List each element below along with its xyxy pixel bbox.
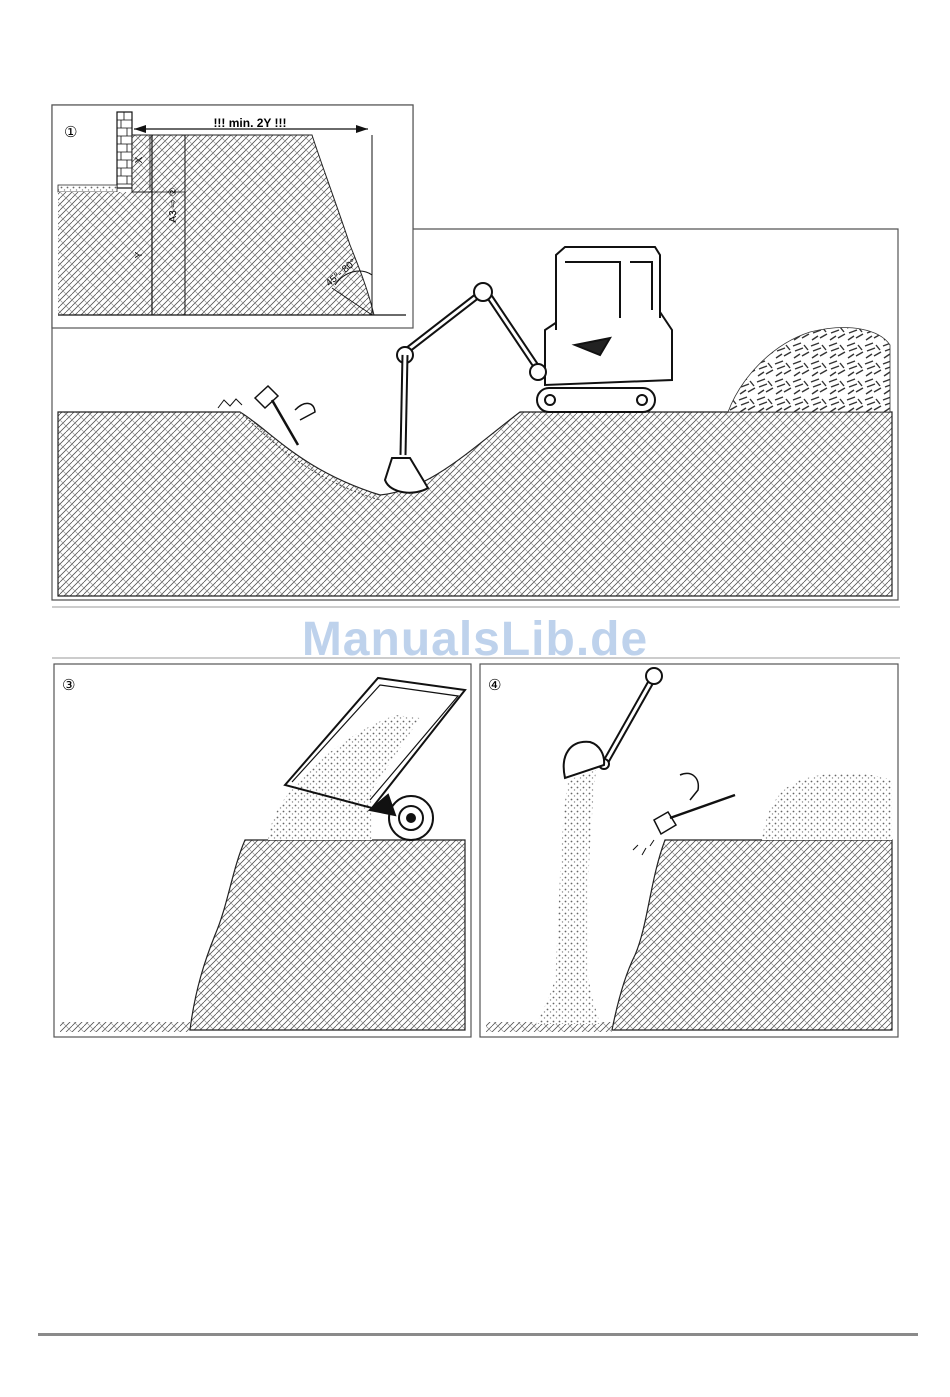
panel-3: ③ [54, 664, 471, 1037]
panel-3-number: ③ [62, 676, 75, 694]
panel-4-number: ④ [488, 676, 501, 694]
x-dimension-label: X [134, 156, 145, 163]
a3-reference-label: A3 ⇨ ② [168, 187, 179, 222]
watermark-text: ManualsLib.de [0, 612, 950, 667]
panel-1-number: ① [64, 123, 77, 141]
footer-divider [38, 1333, 918, 1336]
brick-wall-icon [117, 112, 132, 188]
y-dimension-label: Y [134, 251, 145, 258]
top-figure: ① !!! min. 2Y !!! X A3 ⇨ ② Y 45°- 80° [52, 105, 898, 600]
panel-4: ④ [480, 664, 898, 1037]
panel-1-inset: ① !!! min. 2Y !!! X A3 ⇨ ② Y 45°- 80° [52, 105, 413, 328]
min-2y-dimension-label: !!! min. 2Y !!! [213, 116, 286, 130]
